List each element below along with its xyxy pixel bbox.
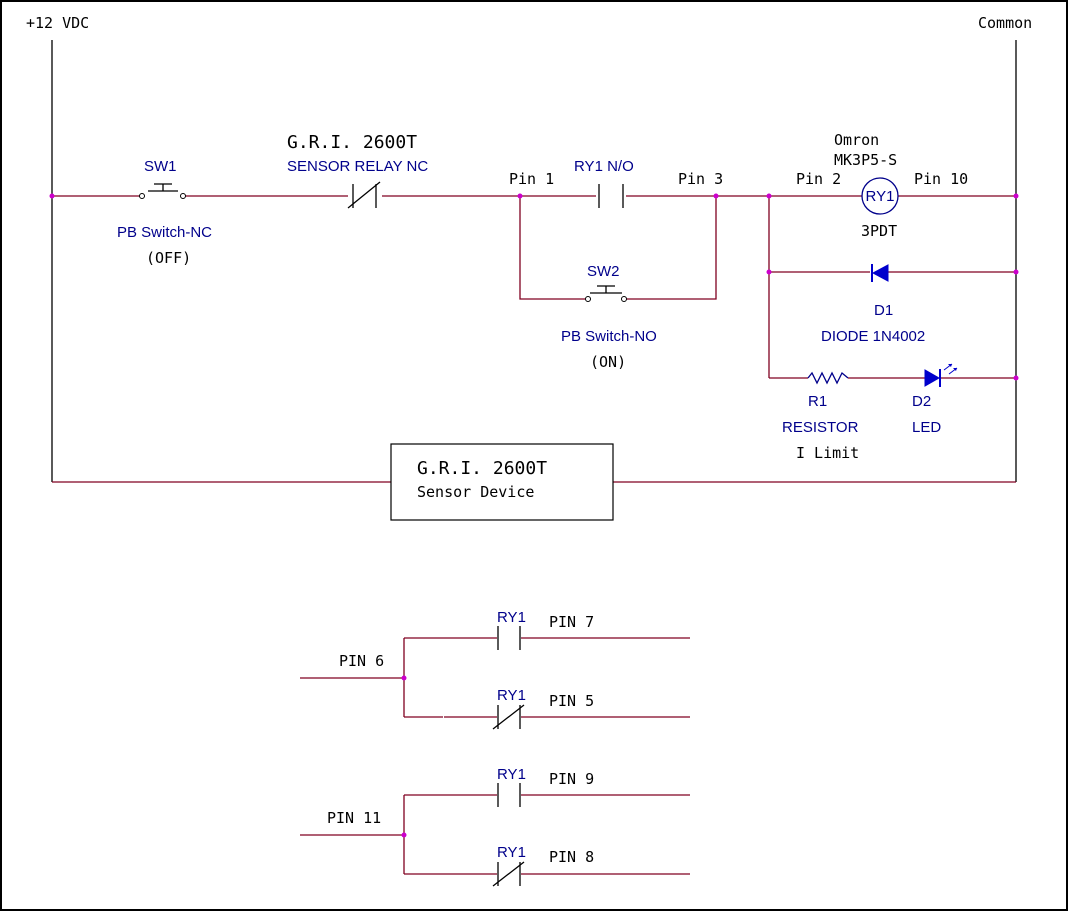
sw2-ref: SW2 <box>587 263 620 280</box>
sw1-switch <box>139 183 186 199</box>
group1-no-pin: PIN 7 <box>549 613 594 631</box>
common-rail-label: Common <box>978 14 1032 32</box>
group1-no-ref: RY1 <box>497 609 526 626</box>
led-desc: LED <box>912 419 941 436</box>
led-d2 <box>924 363 958 387</box>
ry1-no-label: RY1 N/O <box>574 158 634 175</box>
sensor-relay-nc-contact <box>347 181 381 209</box>
group1-nc-pin: PIN 5 <box>549 692 594 710</box>
led-ref: D2 <box>912 393 931 410</box>
group2-nc-ref: RY1 <box>497 844 526 861</box>
sensor-relay-brand: G.R.I. 2600T <box>287 132 417 153</box>
ry1-no-pin-out: Pin 3 <box>678 170 723 188</box>
group2-no-ref: RY1 <box>497 766 526 783</box>
coil-type: 3PDT <box>861 222 897 240</box>
sensor-device-brand: G.R.I. 2600T <box>417 458 547 479</box>
coil-maker: Omron <box>834 131 879 149</box>
group1-nc-ref: RY1 <box>497 687 526 704</box>
group2-no-pin: PIN 9 <box>549 770 594 788</box>
sw2-state: (ON) <box>590 353 626 371</box>
resistor-ref: R1 <box>808 393 827 410</box>
sw2-desc: PB Switch-NO <box>561 328 657 345</box>
coil-ref: RY1 <box>866 188 895 205</box>
sw2-switch <box>585 285 627 302</box>
coil-pin-out: Pin 10 <box>914 170 968 188</box>
coil-model: MK3P5-S <box>834 151 897 169</box>
resistor-r1 <box>807 371 849 385</box>
coil-pin-in: Pin 2 <box>796 170 841 188</box>
resistor-desc: RESISTOR <box>782 419 859 436</box>
positive-rail-label: +12 VDC <box>26 14 89 32</box>
sw1-state: (OFF) <box>146 249 191 267</box>
sw1-ref: SW1 <box>144 158 177 175</box>
sensor-device-box <box>390 443 614 521</box>
sw2-branch-wire <box>519 196 717 300</box>
sensor-device-desc: Sensor Device <box>417 483 534 501</box>
ry1-coil: RY1 <box>861 177 899 215</box>
diode-ref: D1 <box>874 302 893 319</box>
group2-common-pin: PIN 11 <box>327 809 381 827</box>
diode-d1 <box>871 264 889 282</box>
contact-group-1 <box>300 626 690 730</box>
sw1-desc: PB Switch-NC <box>117 224 212 241</box>
junction-nodes <box>49 193 1019 381</box>
contact-group-2 <box>300 783 690 887</box>
resistor-note: I Limit <box>796 444 859 462</box>
ry1-no-contact <box>598 184 624 208</box>
diode-desc: DIODE 1N4002 <box>821 328 925 345</box>
diode-branch-wire <box>768 196 1016 378</box>
group2-nc-pin: PIN 8 <box>549 848 594 866</box>
sensor-relay-desc: SENSOR RELAY NC <box>287 158 428 175</box>
ry1-no-pin-in: Pin 1 <box>509 170 554 188</box>
group1-common-pin: PIN 6 <box>339 652 384 670</box>
